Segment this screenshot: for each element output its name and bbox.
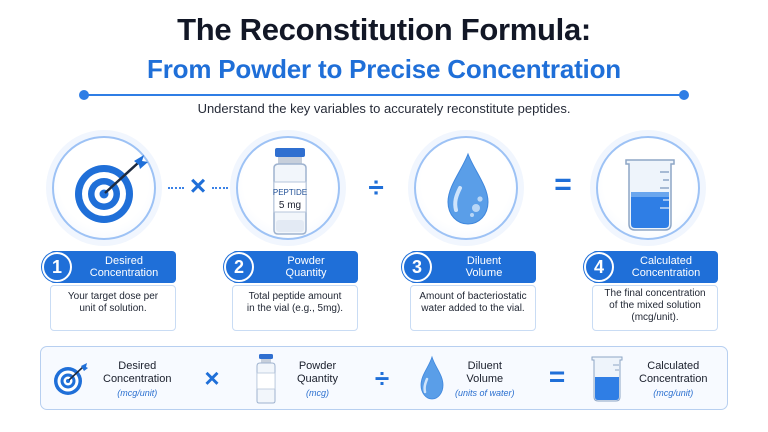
water-drop-icon (420, 355, 444, 400)
step-title-line: Concentration (89, 267, 159, 279)
divide-operator: ÷ (368, 172, 384, 203)
beaker-icon (591, 356, 623, 402)
step-desc-line: unit of solution. (79, 303, 147, 314)
step-desc-line: Your target dose per (67, 291, 159, 302)
step-description: Total peptide amount in the vial (e.g., … (232, 285, 358, 331)
formula-term-diluent: Diluent Volume (units of water) (455, 360, 515, 400)
step-desc-line: The final concentration (604, 288, 706, 299)
step-number: 3 (402, 252, 432, 282)
page-title: The Reconstitution Formula: (177, 12, 591, 47)
multiply-operator: × (189, 170, 207, 201)
formula-term-calculated: Calculated Concentration (mcg/unit) (639, 360, 708, 400)
step-card-powder-quantity: 2 Powder Quantity Total peptide amount i… (224, 251, 358, 331)
step-card-calculated-concentration: 4 Calculated Concentration The final con… (584, 251, 718, 331)
vial-circle: PEPTIDE 5 mg (236, 136, 340, 240)
step-title-line: Diluent (466, 255, 502, 267)
formula-term-line: Diluent (467, 360, 502, 372)
step-header: 1 Desired Concentration (42, 251, 176, 283)
connector-dots (212, 187, 228, 189)
step-title-line: Powder (287, 255, 325, 267)
step-desc-line: (mcg/unit). (631, 312, 679, 323)
formula-term-line: Powder (298, 360, 337, 372)
formula-term-unit: (units of water) (455, 388, 515, 398)
formula-term-unit: (mcg/unit) (653, 388, 694, 398)
formula-term-unit: (mcg/unit) (117, 388, 158, 398)
step-title-line: Desired (105, 255, 143, 267)
step-header: 3 Diluent Volume (402, 251, 536, 283)
water-drop-icon (447, 152, 489, 225)
step-card-diluent-volume: 3 Diluent Volume Amount of bacteriostati… (402, 251, 536, 331)
step-number: 1 (42, 252, 72, 282)
target-icon (54, 363, 88, 395)
beaker-icon (625, 159, 675, 231)
step-title-line: Calculated (640, 255, 692, 267)
step-desc-line: water added to the vial. (421, 303, 525, 314)
equals-operator: = (554, 168, 572, 201)
drop-circle (414, 136, 518, 240)
connector-dots (168, 187, 184, 189)
divide-operator: ÷ (374, 363, 390, 393)
formula-term-unit: (mcg) (305, 388, 329, 398)
step-desc-line: in the vial (e.g., 5mg). (246, 303, 344, 314)
page-subtitle: From Powder to Precise Concentration (147, 54, 621, 84)
vial-label-name: PEPTIDE (273, 188, 307, 197)
step-description: Amount of bacteriostatic water added to … (410, 285, 536, 331)
step-desc-line: of the mixed solution (609, 300, 701, 311)
vial-icon: PEPTIDE 5 mg (273, 148, 307, 235)
vial-icon (256, 354, 276, 404)
formula-term-line: Quantity (297, 373, 338, 385)
step-header: 4 Calculated Concentration (584, 251, 718, 283)
beaker-circle (596, 136, 700, 240)
multiply-operator: × (204, 363, 220, 393)
target-circle (52, 136, 156, 240)
step-header: 2 Powder Quantity (224, 251, 358, 283)
divider-dot-left (79, 90, 89, 100)
step-number: 4 (584, 252, 614, 282)
title-divider (82, 94, 686, 96)
divider-dot-right (679, 90, 689, 100)
formula-term-powder: Powder Quantity (mcg) (297, 360, 338, 400)
step-number: 2 (224, 252, 254, 282)
formula-term-line: Concentration (103, 373, 172, 385)
formula-term-line: Concentration (639, 373, 708, 385)
step-description: Your target dose per unit of solution. (50, 285, 176, 331)
step-desc-line: Total peptide amount (248, 291, 342, 302)
formula-summary-bar: Desired Concentration (mcg/unit) × Powde… (40, 346, 728, 410)
step-description: The final concentration of the mixed sol… (592, 285, 718, 331)
formula-term-line: Desired (118, 360, 157, 372)
equals-operator: = (548, 361, 566, 392)
page-description: Understand the key variables to accurate… (197, 101, 571, 116)
step-title-line: Volume (465, 267, 503, 279)
formula-term-desired: Desired Concentration (mcg/unit) (103, 360, 172, 400)
step-desc-line: Amount of bacteriostatic (419, 291, 527, 302)
formula-term-line: Calculated (647, 360, 700, 372)
formula-term-line: Volume (466, 373, 504, 385)
target-icon (75, 155, 148, 223)
step-title-line: Quantity (285, 267, 327, 279)
vial-label-amount: 5 mg (279, 200, 301, 211)
step-card-desired-concentration: 1 Desired Concentration Your target dose… (42, 251, 176, 331)
step-title-line: Concentration (631, 267, 701, 279)
